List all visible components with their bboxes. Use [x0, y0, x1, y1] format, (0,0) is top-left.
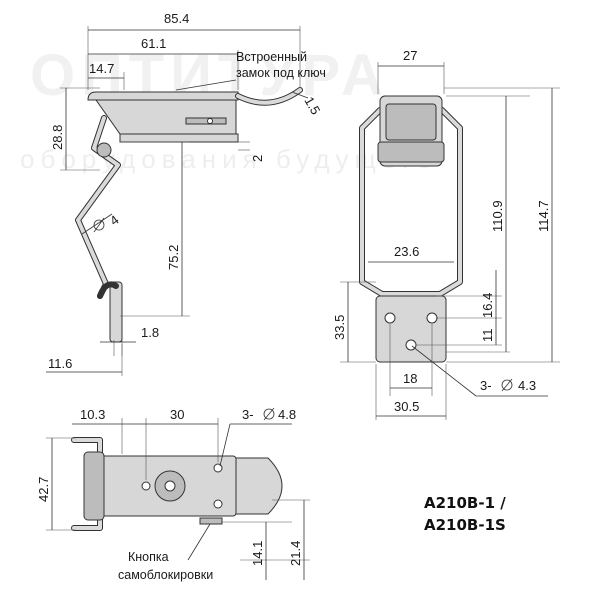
- side-pivot: [96, 142, 112, 158]
- dim-plate-height: 33.5: [332, 315, 347, 340]
- dim-right-a: 14.1: [250, 541, 265, 566]
- front-view: 27 23.6 110.9 114.7 33.5 16.4 11 18: [332, 48, 560, 420]
- bottom-view: 10.3 30 3- 4.8 42.7 14.1 21.4 Кнопка сам…: [36, 407, 310, 582]
- dim-height: 28.8: [50, 125, 65, 150]
- dim-wire-dia: 4: [107, 212, 122, 228]
- dim-bottom-holes-label: 3-: [242, 407, 254, 422]
- watermark-slogan: оборудования будущего: [20, 144, 437, 174]
- diameter-symbol: [93, 219, 105, 231]
- note-self-lock-2: самоблокировки: [118, 568, 213, 582]
- note-builtin-lock-1: Встроенный: [236, 50, 307, 64]
- dim-left-length: 14.7: [89, 61, 114, 76]
- dim-front-holes-dia: 4.3: [518, 378, 536, 393]
- dim-plate-width: 30.5: [394, 399, 419, 414]
- dim-bottom-height: 42.7: [36, 477, 51, 502]
- dim-hook-height: 75.2: [166, 245, 181, 270]
- self-lock-button-part: [199, 517, 223, 525]
- bottom-hole-2: [213, 463, 223, 473]
- note-self-lock-1: Кнопка: [128, 550, 169, 564]
- bottom-hole-1: [141, 481, 151, 491]
- dim-height-a: 110.9: [490, 200, 505, 232]
- bottom-tab: [235, 457, 283, 515]
- dim-height-b: 114.7: [536, 200, 551, 232]
- model-line-1: A210B-1 /: [424, 494, 506, 512]
- bottom-pivot: [83, 451, 105, 521]
- dim-thickness: 2: [250, 155, 265, 162]
- model-line-2: A210B-1S: [424, 516, 506, 534]
- dim-mid-length: 61.1: [141, 36, 166, 51]
- dim-plate: 1.8: [141, 325, 159, 340]
- side-slot: [185, 117, 227, 125]
- front-hook-plate: [375, 295, 447, 363]
- side-hook-plate: [109, 281, 123, 343]
- front-hole-1: [384, 312, 396, 324]
- dim-hole-pitch: 30: [170, 407, 184, 422]
- dim-hole-spacing-h: 18: [403, 371, 417, 386]
- front-pivot: [377, 141, 445, 163]
- dim-hole-offset: 11: [480, 329, 495, 343]
- front-hole-2: [426, 312, 438, 324]
- dim-hole-spacing-v: 16.4: [480, 293, 495, 318]
- side-rivet: [207, 118, 213, 124]
- dim-overall-length: 85.4: [164, 11, 189, 26]
- side-body-face: [95, 99, 237, 135]
- dim-top-width: 27: [403, 48, 417, 63]
- dim-inner-width: 23.6: [394, 244, 419, 259]
- dim-hook-offset: 11.6: [48, 356, 72, 371]
- dim-left-offset: 10.3: [80, 407, 105, 422]
- dim-front-holes-label: 3-: [480, 378, 492, 393]
- note-builtin-lock-2: замок под ключ: [236, 66, 326, 80]
- bottom-hole-3: [213, 499, 223, 509]
- front-hole-3: [405, 339, 417, 351]
- dim-right-b: 21.4: [288, 541, 303, 566]
- dim-bottom-holes-dia: 4.8: [278, 407, 296, 422]
